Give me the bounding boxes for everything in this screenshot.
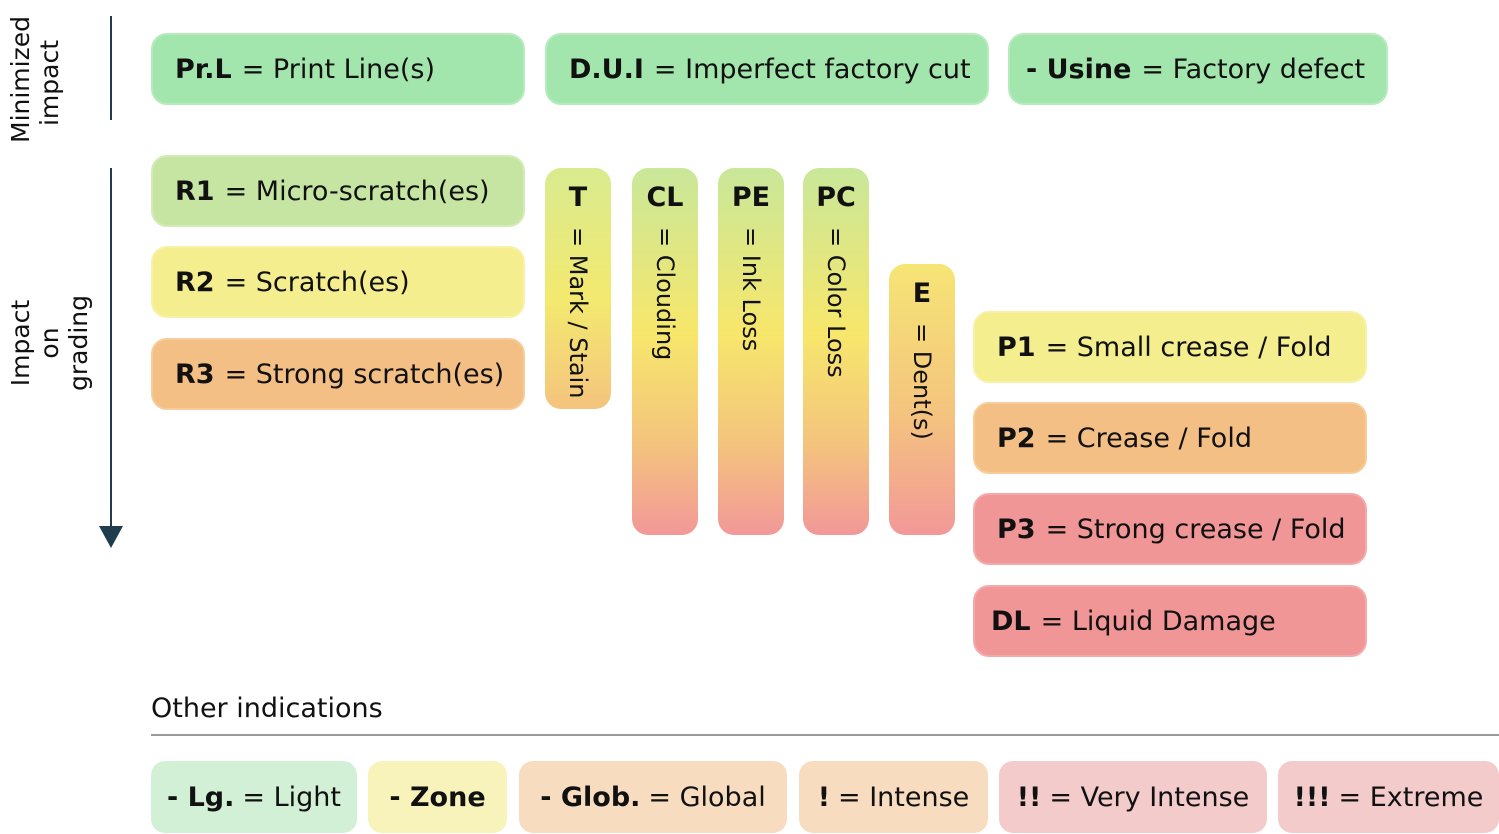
tag-print-line: Pr.L = Print Line(s) <box>151 33 525 105</box>
minimized-impact-line <box>110 16 112 120</box>
column-ink-loss: PE = Ink Loss <box>718 168 784 535</box>
tag-p3-strong-crease: P3 = Strong crease / Fold <box>973 493 1367 565</box>
column-code: CL <box>646 182 684 213</box>
indication-light: - Lg. = Light <box>151 761 357 833</box>
other-indications-title: Other indications <box>151 693 383 724</box>
indication-code: - Glob. <box>540 781 641 813</box>
column-desc: = Mark / Stain <box>564 227 592 399</box>
tag-desc: = Print Line(s) <box>241 53 436 85</box>
indication-code: !! <box>1016 781 1042 813</box>
tag-code: R2 <box>175 266 215 298</box>
tag-code: R3 <box>175 358 215 390</box>
tag-code: P3 <box>997 513 1036 545</box>
column-color-loss: PC = Color Loss <box>803 168 869 535</box>
column-desc: = Dent(s) <box>908 323 936 440</box>
indication-code: ! <box>817 781 831 813</box>
tag-r3-strong-scratch: R3 = Strong scratch(es) <box>151 338 525 410</box>
grading-axis-arrowhead <box>99 526 123 548</box>
tag-desc: = Strong crease / Fold <box>1045 513 1346 545</box>
tag-factory-defect: - Usine = Factory defect <box>1008 33 1388 105</box>
tag-dl-liquid-damage: DL = Liquid Damage <box>973 585 1367 657</box>
tag-desc: = Crease / Fold <box>1045 422 1252 454</box>
indication-desc: = Very Intense <box>1049 781 1250 813</box>
indication-desc: = Intense <box>838 781 970 813</box>
indication-desc: = Extreme <box>1338 781 1484 813</box>
other-indications-divider <box>151 734 1499 736</box>
indication-desc: = Light <box>242 781 341 813</box>
column-desc: = Ink Loss <box>737 227 765 352</box>
column-code: E <box>912 278 932 309</box>
column-code: T <box>568 182 588 213</box>
tag-code: P2 <box>997 422 1036 454</box>
indication-code: !!! <box>1293 781 1331 813</box>
column-code: PC <box>816 182 856 213</box>
tag-desc: = Scratch(es) <box>224 266 410 298</box>
tag-desc: = Liquid Damage <box>1040 605 1276 637</box>
tag-code: DL <box>991 605 1031 637</box>
indication-extreme: !!! = Extreme <box>1278 761 1499 833</box>
column-code: PE <box>731 182 771 213</box>
impact-on-grading-label: Impact on grading <box>6 295 93 391</box>
indication-very-intense: !! = Very Intense <box>999 761 1267 833</box>
minimized-impact-label: Minimized impact <box>6 16 64 143</box>
tag-imperfect-factory-cut: D.U.I = Imperfect factory cut <box>545 33 989 105</box>
grading-axis-line <box>110 168 112 528</box>
tag-code: D.U.I <box>569 53 644 85</box>
tag-r1-micro-scratch: R1 = Micro-scratch(es) <box>151 155 525 227</box>
indication-intense: ! = Intense <box>799 761 988 833</box>
tag-code: Pr.L <box>175 53 232 85</box>
tag-code: P1 <box>997 331 1036 363</box>
column-mark-stain: T = Mark / Stain <box>545 168 611 409</box>
column-desc: = Color Loss <box>822 227 850 378</box>
tag-desc: = Imperfect factory cut <box>653 53 971 85</box>
tag-p2-crease: P2 = Crease / Fold <box>973 402 1367 474</box>
indication-code: - Lg. <box>167 781 235 813</box>
column-dents: E = Dent(s) <box>889 264 955 535</box>
indication-global: - Glob. = Global <box>519 761 787 833</box>
tag-code: R1 <box>175 175 215 207</box>
indication-zone: - Zone <box>368 761 507 833</box>
tag-code: - Usine <box>1026 53 1132 85</box>
column-clouding: CL = Clouding <box>632 168 698 535</box>
tag-p1-small-crease: P1 = Small crease / Fold <box>973 311 1367 383</box>
column-desc: = Clouding <box>651 227 679 361</box>
tag-desc: = Small crease / Fold <box>1045 331 1332 363</box>
indication-desc: = Global <box>648 781 766 813</box>
tag-r2-scratch: R2 = Scratch(es) <box>151 246 525 318</box>
tag-desc: = Strong scratch(es) <box>224 358 505 390</box>
tag-desc: = Factory defect <box>1141 53 1366 85</box>
tag-desc: = Micro-scratch(es) <box>224 175 490 207</box>
indication-code: - Zone <box>389 781 486 813</box>
